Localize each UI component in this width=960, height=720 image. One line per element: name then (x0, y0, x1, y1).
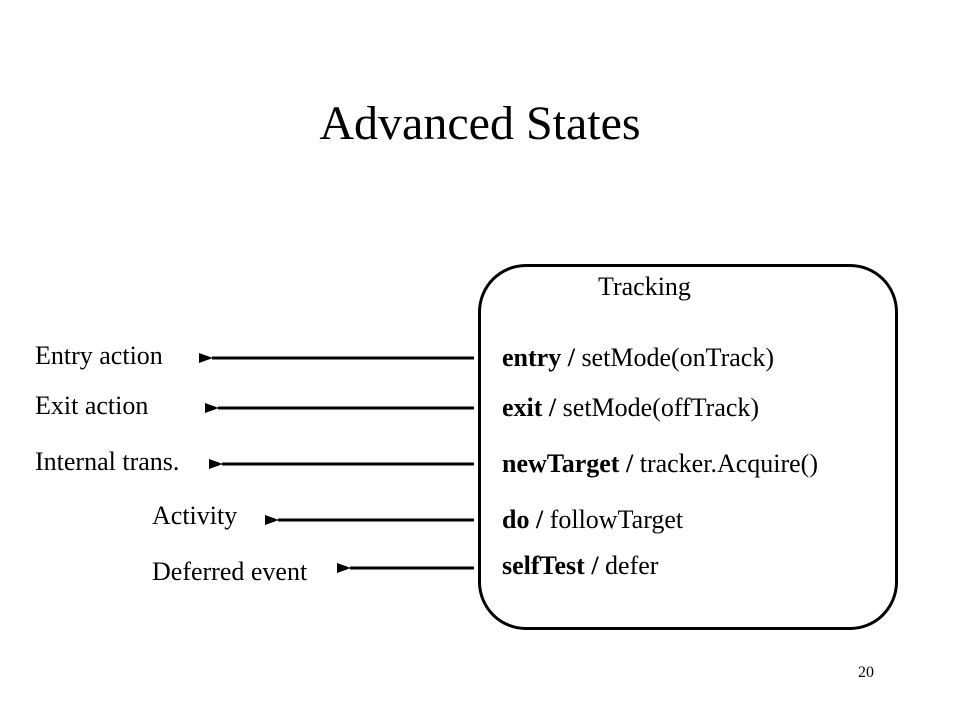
state-line-self-test: selfTest / defer (502, 550, 658, 582)
label-exit-action: Exit action (35, 391, 149, 420)
state-line-exit: exit / setMode(offTrack) (502, 392, 759, 424)
state-line-action: setMode(offTrack) (562, 393, 760, 422)
state-line-action: tracker.Acquire() (639, 449, 818, 478)
state-line-action: defer (605, 551, 659, 580)
state-line-entry: entry / setMode(onTrack) (502, 342, 774, 374)
state-line-separator: / (625, 449, 634, 478)
page-number: 20 (858, 664, 874, 681)
label-internal-trans: Internal trans. (35, 447, 180, 476)
slide-title: Advanced States (319, 97, 641, 150)
state-line-keyword: do (502, 505, 530, 534)
state-box-tracking (478, 264, 898, 630)
state-line-new-target: newTarget / tracker.Acquire() (502, 448, 818, 480)
state-line-action: followTarget (549, 505, 684, 534)
state-line-keyword: newTarget (502, 449, 620, 478)
state-line-separator: / (535, 505, 544, 534)
state-line-separator: / (567, 343, 575, 372)
state-line-keyword: selfTest (502, 551, 585, 580)
state-line-separator: / (548, 393, 557, 422)
state-line-do: do / followTarget (502, 504, 683, 536)
label-deferred-event: Deferred event (152, 557, 308, 586)
state-line-keyword: exit (502, 393, 543, 422)
state-line-action: setMode(onTrack) (581, 343, 774, 372)
label-entry-action: Entry action (35, 341, 163, 370)
state-name: Tracking (598, 272, 691, 301)
state-line-keyword: entry (502, 343, 562, 372)
label-activity: Activity (152, 501, 238, 530)
state-line-separator: / (591, 551, 599, 580)
